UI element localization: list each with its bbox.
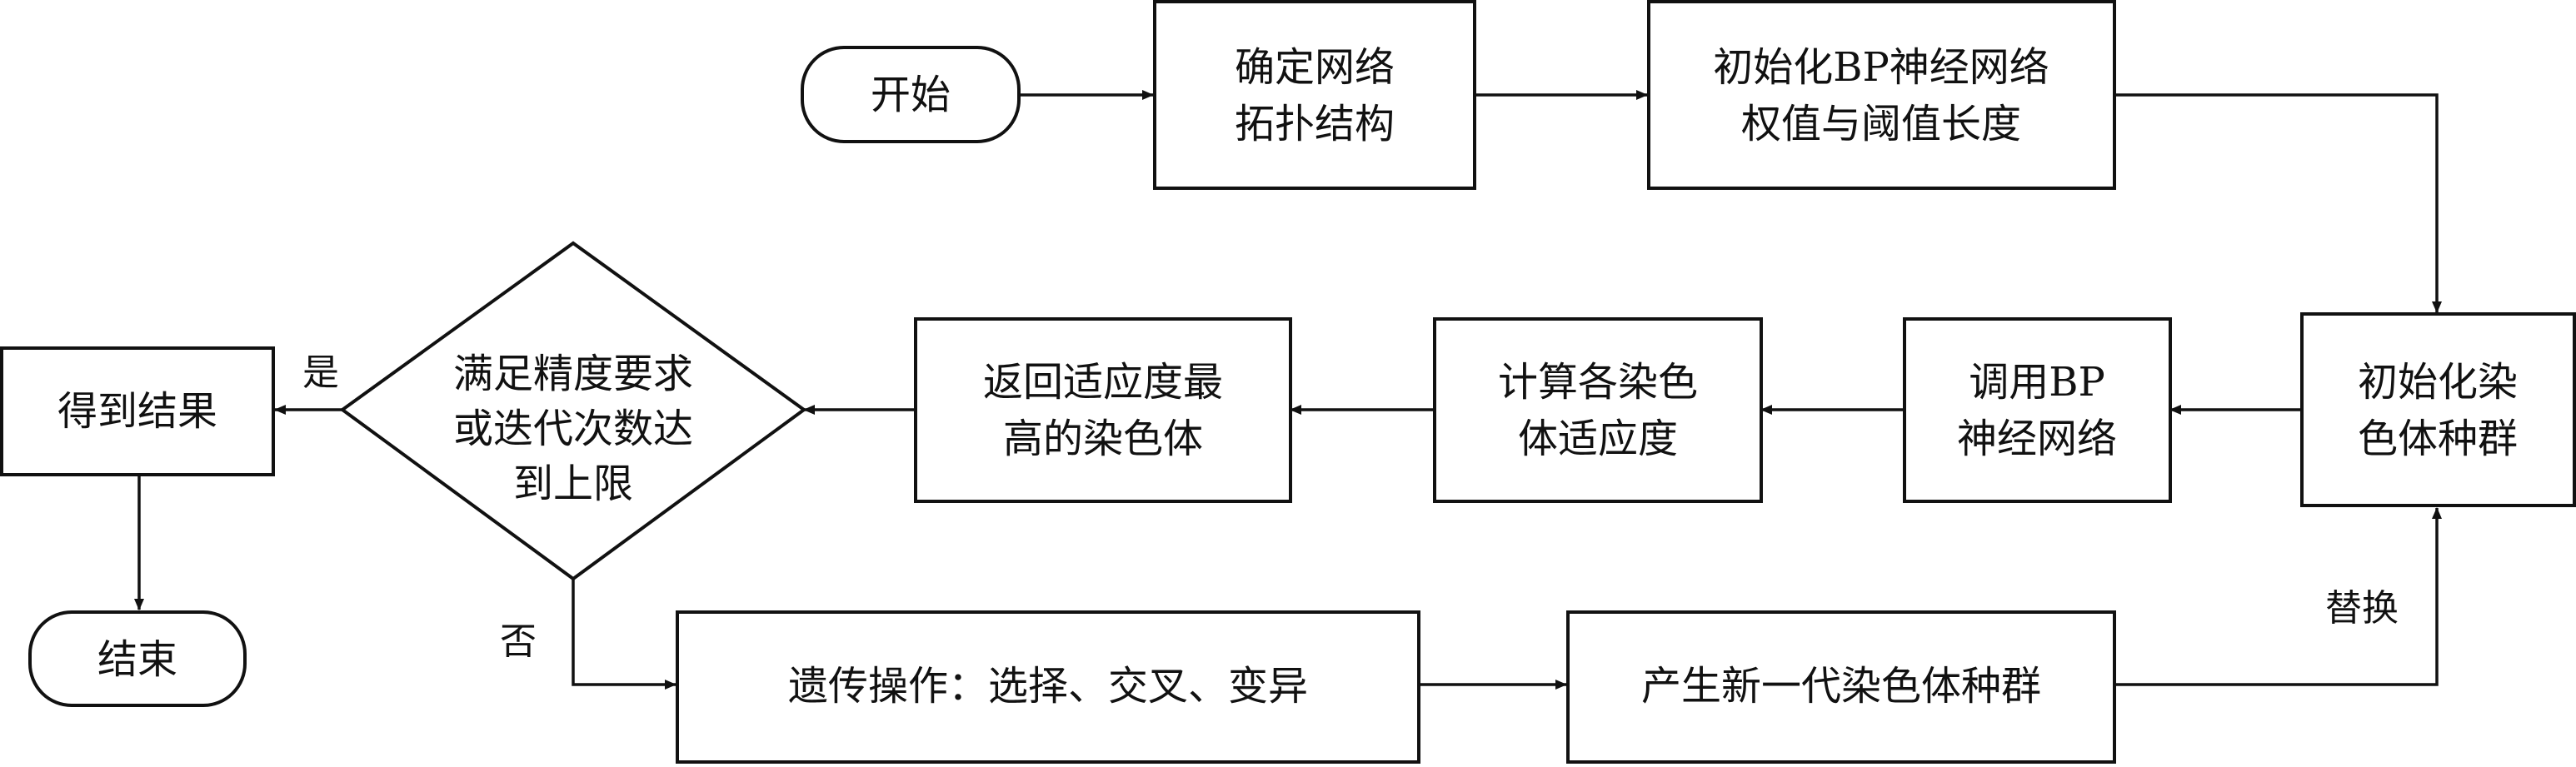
node-init-weights-line-2: 权值与阈值长度 — [1741, 101, 2021, 147]
node-condition: 满足精度要求 或迭代次数达 到上限 — [339, 241, 807, 581]
node-init-population: 初始化染 色体种群 — [2300, 312, 2576, 507]
node-return-best: 返回适应度最 高的染色体 — [914, 317, 1292, 503]
node-compute-fitness-line-2: 体适应度 — [1518, 416, 1678, 462]
edge-label-no: 否 — [500, 620, 537, 663]
node-determine-topology-line-2: 拓扑结构 — [1235, 101, 1395, 147]
node-end: 结束 — [28, 610, 247, 707]
node-new-generation: 产生新一代染色体种群 — [1566, 610, 2116, 764]
node-init-population-line-2: 色体种群 — [2358, 416, 2518, 462]
node-compute-fitness-line-1: 计算各染色 — [1498, 359, 1698, 406]
edges — [134, 90, 2442, 690]
edge-label-yes: 是 — [302, 351, 339, 394]
node-get-result: 得到结果 — [0, 346, 275, 476]
node-compute-fitness: 计算各染色 体适应度 — [1433, 317, 1763, 503]
node-call-bp-line-1: 调用BP — [1969, 359, 2105, 406]
node-init-population-line-1: 初始化染 — [2358, 359, 2518, 406]
node-init-weights: 初始化BP神经网络 权值与阈值长度 — [1647, 0, 2116, 190]
node-condition-line-3: 到上限 — [513, 461, 633, 507]
node-call-bp-line-2: 神经网络 — [1957, 416, 2117, 462]
edge-condition-to-genetic-ops — [572, 579, 676, 690]
node-determine-topology-line-1: 确定网络 — [1235, 44, 1395, 91]
node-determine-topology: 确定网络 拓扑结构 — [1153, 0, 1476, 190]
node-condition-line-2: 或迭代次数达 — [453, 406, 693, 452]
node-new-generation-text: 产生新一代染色体种群 — [1641, 663, 2041, 710]
node-start-text: 开始 — [871, 72, 951, 118]
node-return-best-line-2: 高的染色体 — [1003, 416, 1203, 462]
node-init-weights-line-1: 初始化BP神经网络 — [1713, 44, 2049, 91]
node-genetic-ops: 遗传操作：选择、交叉、变异 — [676, 610, 1420, 764]
edge-label-replace: 替换 — [2325, 587, 2399, 630]
node-start: 开始 — [801, 46, 1021, 143]
edge-new-generation-to-population — [2114, 507, 2442, 686]
node-genetic-ops-text: 遗传操作：选择、交叉、变异 — [788, 663, 1308, 710]
node-get-result-text: 得到结果 — [57, 388, 217, 435]
node-end-text: 结束 — [97, 636, 177, 683]
edge-init-weights-to-population — [2114, 93, 2442, 313]
node-return-best-line-1: 返回适应度最 — [983, 359, 1223, 406]
node-condition-line-1: 满足精度要求 — [453, 351, 693, 397]
node-call-bp: 调用BP 神经网络 — [1903, 317, 2172, 503]
